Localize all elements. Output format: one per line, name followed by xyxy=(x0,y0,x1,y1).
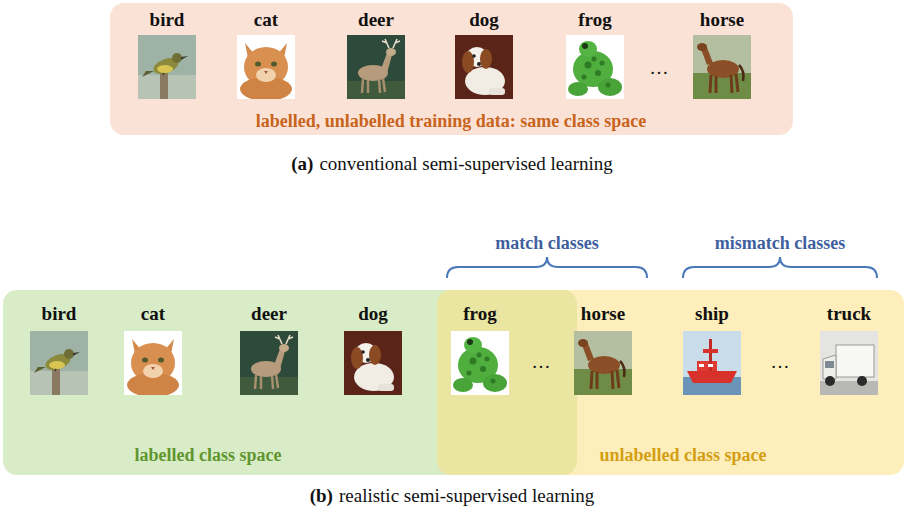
class-space-label: unlabelled class space xyxy=(599,446,766,466)
class-name: horse xyxy=(581,304,625,325)
class-name: bird xyxy=(42,304,77,325)
bracket-label: match classes xyxy=(495,233,598,254)
class-name: truck xyxy=(827,304,871,325)
class-name: ship xyxy=(695,304,729,325)
panel-b-thumbnails xyxy=(30,331,878,397)
panel-letter: (a) xyxy=(291,153,313,174)
class-name: dog xyxy=(469,10,499,31)
class-name: horse xyxy=(700,10,744,31)
class-name: deer xyxy=(358,10,394,31)
panel-a-thumbnails xyxy=(138,35,751,101)
panel-letter: (b) xyxy=(310,485,333,506)
ellipsis: … xyxy=(532,352,551,373)
conventional-data-box: bird cat deer dog frog … horse labelled, unlabe… xyxy=(110,3,793,135)
class-name: bird xyxy=(150,10,185,31)
panel-caption: (a) conventional semi-supervised learning xyxy=(0,153,904,176)
class-space-label: labelled class space xyxy=(135,446,282,466)
panel-caption-text: conventional semi-supervised learning xyxy=(319,153,612,174)
class-name: cat xyxy=(141,304,165,325)
class-name: dog xyxy=(358,304,388,325)
class-space-label: labelled, unlabelled training data: same… xyxy=(256,112,647,132)
match-bracket xyxy=(447,257,647,278)
class-name: cat xyxy=(254,10,278,31)
bracket-label: mismatch classes xyxy=(715,233,845,254)
panel-caption-text: realistic semi-supervised learning xyxy=(339,485,594,506)
class-name: frog xyxy=(463,304,496,325)
mismatch-bracket xyxy=(683,257,877,278)
panel-caption: (b) realistic semi-supervised learning xyxy=(0,485,904,508)
class-name: frog xyxy=(578,10,611,31)
ellipsis: … xyxy=(771,352,790,373)
ellipsis: … xyxy=(650,58,669,79)
class-name: deer xyxy=(251,304,287,325)
